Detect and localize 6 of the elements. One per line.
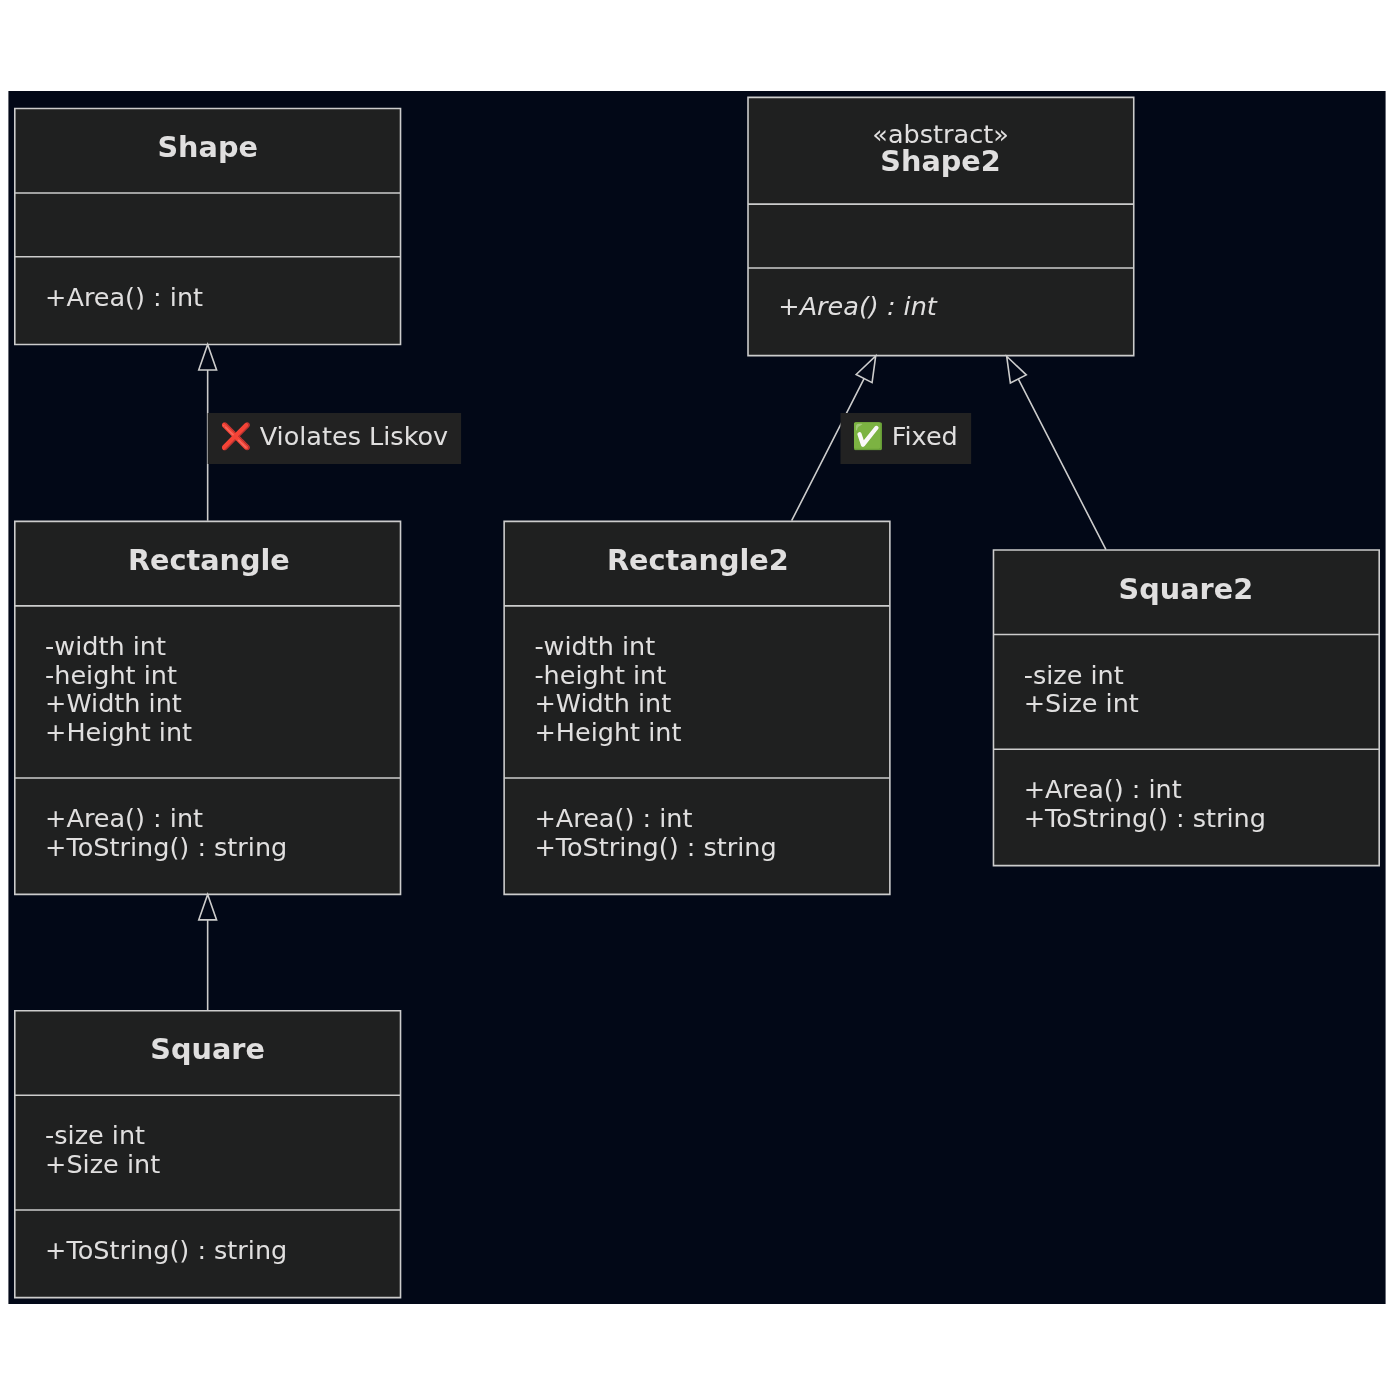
edge-label: ❌ Violates Liskov	[219, 420, 449, 451]
arrow	[197, 342, 218, 522]
edge-label: ✅ Fixed	[851, 420, 958, 451]
arrow	[197, 892, 218, 1012]
arrow	[790, 353, 877, 522]
arrow	[1005, 354, 1107, 551]
